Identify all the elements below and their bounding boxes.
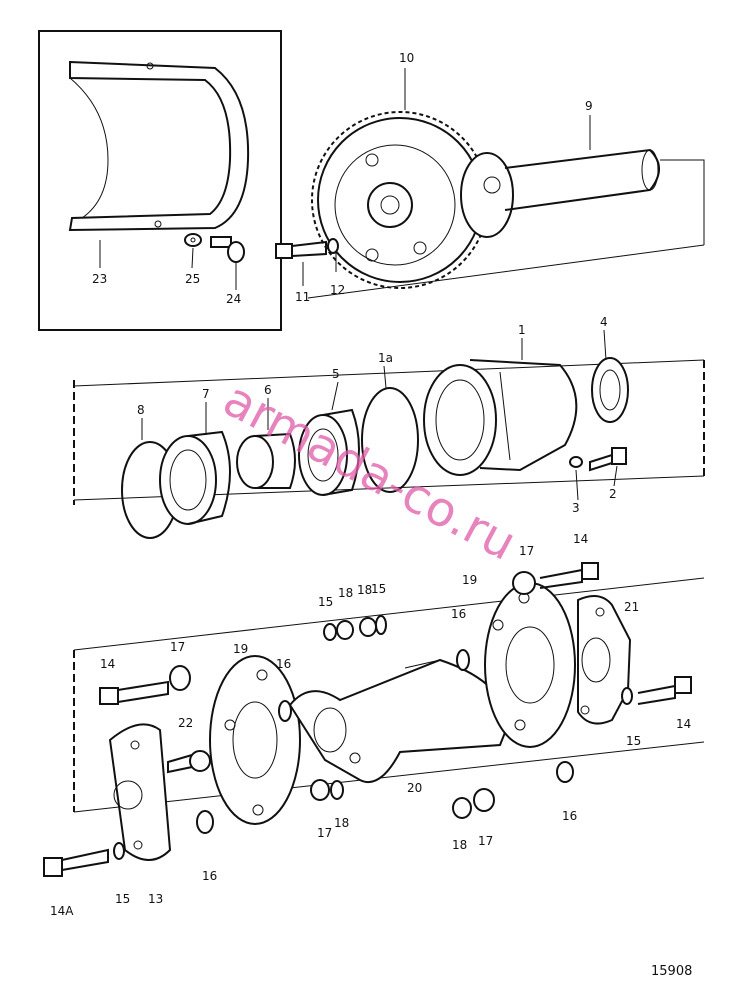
label-15-upper-right: 15 xyxy=(371,582,386,596)
bolt-14-right xyxy=(637,676,692,705)
label-6: 6 xyxy=(264,383,272,397)
bolt-14a xyxy=(43,848,109,877)
label-1: 1 xyxy=(518,323,526,337)
washer-15-right xyxy=(621,687,633,705)
label-7: 7 xyxy=(202,387,210,401)
label-20: 20 xyxy=(407,781,422,795)
washer-15-lower xyxy=(113,842,125,860)
bolt-24 xyxy=(210,236,245,263)
label-1a: 1a xyxy=(378,351,393,365)
washer-15-upper xyxy=(323,623,337,641)
nut-17-top-right xyxy=(512,571,536,595)
label-23: 23 xyxy=(92,272,107,286)
label-18-center: 18 xyxy=(334,816,349,830)
label-8: 8 xyxy=(137,403,145,417)
bracket-13 xyxy=(108,723,172,861)
label-10: 10 xyxy=(399,51,414,65)
housing-1 xyxy=(423,359,578,476)
washer-16-bottom-right xyxy=(556,761,574,783)
washer-3 xyxy=(569,456,583,468)
label-15-upper: 15 xyxy=(318,595,333,609)
washer-12 xyxy=(327,238,339,254)
label-19-left: 19 xyxy=(233,642,248,656)
label-5: 5 xyxy=(332,367,340,381)
label-18-bottom: 18 xyxy=(452,838,467,852)
seal-4 xyxy=(591,357,629,423)
label-12: 12 xyxy=(330,283,345,297)
label-25: 25 xyxy=(185,272,200,286)
washer-16-right xyxy=(456,649,470,671)
bolt-11 xyxy=(275,240,327,259)
camshaft-9 xyxy=(460,148,660,238)
label-18-upper-right: 18 xyxy=(357,583,372,597)
label-17-center: 17 xyxy=(317,826,332,840)
plate-19-right xyxy=(484,582,576,748)
label-14-right: 14 xyxy=(676,717,691,731)
washer-16-upper-left xyxy=(278,700,292,722)
bearing-5 xyxy=(298,408,360,496)
washer-15-upper-right xyxy=(375,615,387,635)
label-14-top: 14 xyxy=(573,532,588,546)
label-4: 4 xyxy=(600,315,608,329)
label-14a: 14A xyxy=(50,904,74,918)
sleeve-6 xyxy=(236,432,296,489)
label-3: 3 xyxy=(572,501,580,515)
plate-19-left xyxy=(209,655,301,825)
label-16-bottom-right: 16 xyxy=(562,809,577,823)
label-15-lower: 15 xyxy=(115,892,130,906)
bracket-21 xyxy=(577,595,632,725)
nut-18-center xyxy=(330,780,344,800)
nut-17-left xyxy=(169,665,191,691)
label-17-bottom: 17 xyxy=(478,834,493,848)
label-22: 22 xyxy=(178,716,193,730)
label-16-lower-left: 16 xyxy=(202,869,217,883)
label-11: 11 xyxy=(295,290,310,304)
nut-17-bottom xyxy=(473,788,495,812)
part-labels: 10 9 23 25 24 11 12 1 4 1a 5 6 7 8 3 2 1… xyxy=(50,51,691,918)
nut-18-bottom xyxy=(452,797,472,819)
nut-18-upper xyxy=(336,620,354,640)
bearing-7 xyxy=(159,430,231,525)
leader-lines xyxy=(99,68,618,501)
label-16-upper-left: 16 xyxy=(276,657,291,671)
nut-17-center xyxy=(310,779,330,801)
washer-25 xyxy=(184,233,202,247)
cover-shell xyxy=(68,60,250,232)
bracket-20 xyxy=(288,658,512,783)
label-24: 24 xyxy=(226,292,241,306)
label-21: 21 xyxy=(624,600,639,614)
label-17-left: 17 xyxy=(170,640,185,654)
label-17-top: 17 xyxy=(519,544,534,558)
label-15-right: 15 xyxy=(626,734,641,748)
label-16-right: 16 xyxy=(451,607,466,621)
bolt-22 xyxy=(167,750,211,774)
nut-18-upper-right xyxy=(359,617,377,637)
label-2: 2 xyxy=(609,487,617,501)
o-ring-1a xyxy=(361,387,419,493)
label-14-left: 14 xyxy=(100,657,115,671)
reference-number: 15908 xyxy=(651,964,692,979)
label-18-upper: 18 xyxy=(338,586,353,600)
bolt-14-top-right xyxy=(539,562,599,589)
label-13: 13 xyxy=(148,892,163,906)
label-9: 9 xyxy=(585,99,593,113)
washer-16-lower-left xyxy=(196,810,214,834)
label-19-right: 19 xyxy=(462,573,477,587)
bolt-2 xyxy=(589,447,627,472)
bolt-14-left xyxy=(99,680,169,705)
inset-box xyxy=(38,30,282,331)
